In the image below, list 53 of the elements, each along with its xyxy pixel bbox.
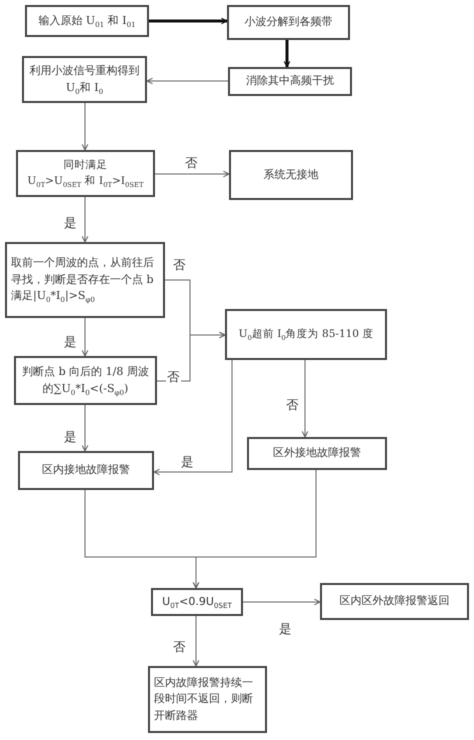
step-text: 区外接地故障报警 <box>273 445 361 462</box>
edge-label: 否 <box>285 398 300 412</box>
step-text: 小波分解到各频带 <box>244 14 332 30</box>
edge-label: 否 <box>184 156 199 170</box>
edge-label: 是 <box>63 216 78 230</box>
process-box <box>5 242 165 318</box>
process-box <box>225 309 387 360</box>
arrow <box>302 360 308 438</box>
step-text: U$_{0T}$<0.9U$_{0SET}$ <box>162 594 232 610</box>
arrow <box>82 404 88 452</box>
arrow <box>284 40 290 68</box>
process-box <box>16 150 155 197</box>
arrow <box>82 196 88 243</box>
step-text: U$_{0}$超前 I$_{0}$角度为 85-110 度 <box>238 326 374 342</box>
edge-label: 是 <box>63 430 78 444</box>
step-text: 区内接地故障报警 <box>42 462 130 478</box>
edge-label: 否 <box>166 370 181 384</box>
process-box <box>25 5 149 37</box>
process-box <box>18 451 154 490</box>
arrow <box>242 598 321 606</box>
arrow <box>82 318 88 357</box>
step-text: U$_{0T}$>U$_{0SET}$ 和 I$_{0T}$>I$_{0SET}$ <box>27 174 144 190</box>
arrow <box>156 332 226 382</box>
process-box <box>228 67 352 96</box>
arrow <box>153 360 232 476</box>
process-box <box>151 588 243 616</box>
arrow <box>192 470 316 589</box>
process-box <box>148 666 267 733</box>
step-text: 利用小波信号重构得到 U$_{0}$和 I$_{0}$ <box>28 63 140 96</box>
step-text: 判断点 b 向后的 1/8 周波的∑U$_{0}$*I$_{0}$<(-S$_{φ0}$) <box>21 364 150 397</box>
process-box <box>14 356 157 405</box>
edge-label: 是 <box>278 622 293 636</box>
edge-label: 否 <box>172 258 187 272</box>
step-text: 同时满足 <box>64 158 108 173</box>
step-text: 区内故障报警持续一段时间不返回，则断开断路器 <box>154 674 254 724</box>
arrow <box>192 616 200 667</box>
arrow <box>146 78 228 84</box>
process-box <box>22 56 147 103</box>
step-text: 取前一个周波的点，从前往后寻找，判断是否存在一个点 b 满足|U$_{0}$*I$_{0}$|>S$_{φ0}$ <box>11 255 155 305</box>
process-box <box>229 150 353 200</box>
step-text: 区内区外故障报警返回 <box>340 593 450 610</box>
edge-label: 否 <box>172 640 187 654</box>
process-box <box>320 583 469 620</box>
arrow <box>154 170 230 178</box>
edge-label: 是 <box>180 455 195 469</box>
step-text: 输入原始 U$_{01}$ 和 I$_{01}$ <box>38 12 136 30</box>
step-text: 消除其中高频干扰 <box>246 73 334 90</box>
arrow <box>149 18 228 24</box>
step-text: 系统无接地 <box>264 166 318 183</box>
arrow <box>82 102 88 151</box>
edge-label: 是 <box>63 335 78 349</box>
process-box <box>227 5 350 40</box>
process-box <box>247 437 387 470</box>
